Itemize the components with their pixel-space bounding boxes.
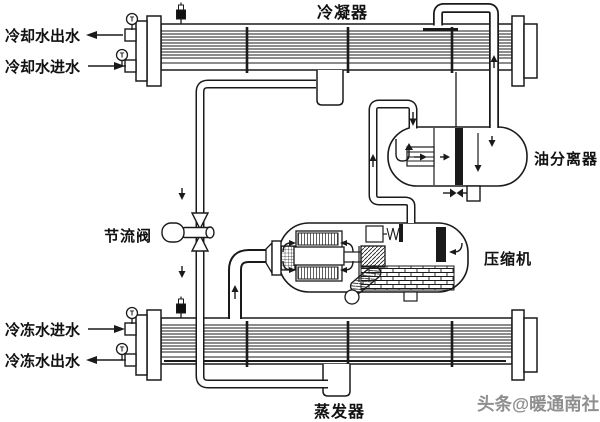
compressor-internals — [282, 224, 463, 305]
discharge-pipe — [368, 99, 418, 223]
compressor-label: 压缩机 — [484, 250, 532, 268]
evaporator-label: 蒸发器 — [314, 402, 365, 421]
throttle-valve-label: 节流阀 — [104, 227, 152, 245]
condenser-liquid-sump — [316, 70, 344, 106]
chilled-water-out-arrow — [86, 356, 123, 364]
oil-separator-label: 油分离器 — [534, 150, 598, 168]
cooling-water-in-arrow — [88, 62, 125, 70]
compressor-foot — [403, 291, 418, 302]
spring-icon — [386, 227, 400, 241]
flow-arrow — [474, 165, 482, 172]
chilled-water-in-label: 冷冻水进水 — [5, 321, 81, 339]
oil-outlet — [466, 185, 481, 202]
discharge-valve — [365, 224, 403, 243]
compressor-baffle — [436, 227, 446, 262]
oil-return-valve-icon — [443, 188, 467, 198]
flow-arrow — [409, 112, 417, 126]
separator-baffle — [455, 128, 463, 185]
flow-arrow — [231, 285, 239, 299]
flow-arrow — [414, 153, 427, 161]
evaporator — [115, 295, 539, 397]
condenser — [115, 1, 539, 106]
cooling-water-out-label: 冷却水出水 — [5, 27, 81, 45]
throttle-valve — [161, 212, 215, 252]
flow-arrow — [369, 154, 377, 167]
suction-pipe — [228, 249, 268, 319]
flow-arrow — [440, 153, 450, 161]
cooling-water-out-arrow — [86, 31, 123, 39]
flow-arrow — [488, 136, 496, 147]
slide-valve — [344, 265, 382, 305]
flow-arrow — [395, 139, 413, 162]
screw-rotor — [360, 245, 386, 268]
hot-gas-pipe — [433, 2, 499, 128]
suction-flange — [271, 240, 282, 276]
watermark: 头条@暖通南社 — [477, 394, 600, 414]
flow-arrow — [178, 266, 186, 278]
cooling-water-in-label: 冷却水进水 — [5, 58, 81, 76]
evaporator-sump — [322, 364, 351, 397]
condenser-label: 冷凝器 — [317, 3, 368, 22]
oil-separator-internals — [395, 128, 496, 202]
flow-arrow — [490, 55, 498, 68]
chilled-water-out-label: 冷冻水出水 — [5, 352, 81, 370]
rotor — [293, 246, 345, 266]
chilled-water-in-arrow — [88, 325, 125, 333]
flow-arrow — [178, 188, 186, 200]
